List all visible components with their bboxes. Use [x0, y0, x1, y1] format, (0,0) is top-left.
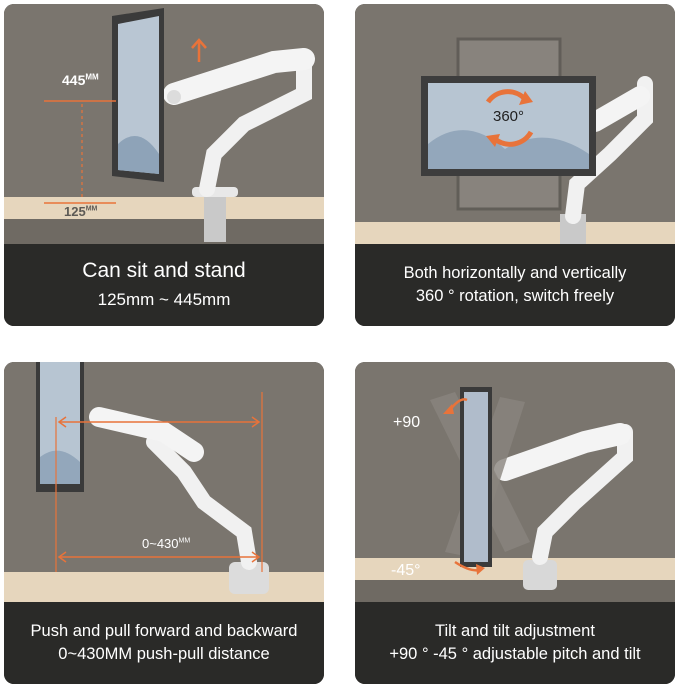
tilt-illustration: +90 -45° — [355, 362, 675, 602]
push-pull-caption: Push and pull forward and backward 0~430… — [4, 602, 324, 684]
clamp-base — [523, 560, 557, 590]
rotation-illustration: 360° — [355, 4, 675, 244]
distance-label: 0~430MM — [142, 536, 191, 551]
height-max-label: 445MM — [62, 72, 99, 88]
arm-upper — [163, 48, 315, 105]
caption-title: Both horizontally and vertically — [403, 264, 627, 282]
tilt-caption: Tilt and tilt adjustment +90 ° -45 ° adj… — [355, 602, 675, 684]
arm-lower — [532, 424, 633, 565]
desk-surface — [4, 572, 324, 602]
push-pull-illustration: 0~430MM — [4, 362, 324, 602]
arm-lower — [199, 56, 312, 197]
monitor-screen — [464, 392, 488, 562]
rotation-panel: 360° Both horizontally and vertically 36… — [355, 4, 675, 326]
tilt-down-label: -45° — [391, 562, 421, 579]
rotation-label: 360° — [493, 108, 525, 125]
caption-title: Tilt and tilt adjustment — [435, 622, 595, 640]
desk-surface — [4, 197, 324, 219]
push-pull-panel: 0~430MM Push and pull forward and backwa… — [4, 362, 324, 684]
caption-subtitle: 0~430MM push-pull distance — [58, 645, 270, 663]
height-adjust-caption: Can sit and stand 125mm ~ 445mm — [4, 244, 324, 326]
clamp-base — [229, 562, 269, 594]
height-adjust-illustration: 445MM 125MM — [4, 4, 324, 244]
tilt-up-label: +90 — [393, 414, 421, 431]
rotation-caption: Both horizontally and vertically 360 ° r… — [355, 244, 675, 326]
height-min-label: 125MM — [64, 204, 98, 219]
caption-subtitle: 360 ° rotation, switch freely — [415, 287, 615, 305]
caption-subtitle: +90 ° -45 ° adjustable pitch and tilt — [389, 645, 641, 663]
tilt-panel: +90 -45° Tilt and tilt adjustment +90 ° … — [355, 362, 675, 684]
arm-lower — [565, 76, 653, 224]
caption-title: Can sit and stand — [82, 259, 246, 282]
clamp-base — [204, 192, 226, 242]
arm-upper — [494, 423, 631, 481]
caption-title: Push and pull forward and backward — [30, 622, 298, 640]
desk-surface — [355, 222, 675, 244]
caption-subtitle: 125mm ~ 445mm — [97, 290, 231, 309]
arm-lower — [146, 434, 257, 570]
desk-surface — [355, 558, 675, 580]
monitor-screen — [118, 16, 159, 174]
height-adjust-panel: 445MM 125MM Can sit and stand 125mm ~ 44… — [4, 4, 324, 326]
arm-upper — [585, 86, 650, 132]
